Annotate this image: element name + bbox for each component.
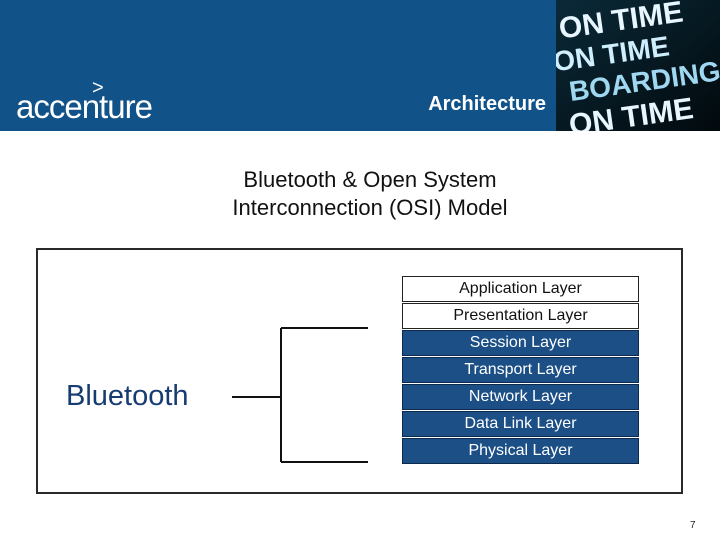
diagram-frame [36, 248, 683, 494]
slide-title: Bluetooth & Open System Interconnection … [160, 166, 580, 222]
osi-layer: Data Link Layer [402, 411, 639, 437]
title-line-2: Interconnection (OSI) Model [232, 195, 508, 220]
bluetooth-label: Bluetooth [66, 380, 189, 412]
logo-text: accenture [16, 88, 153, 125]
title-line-1: Bluetooth & Open System [243, 167, 497, 192]
osi-layer: Session Layer [402, 330, 639, 356]
header-band: > accenture Architecture ON TIME ON TIME… [0, 0, 720, 131]
page-number: 7 [690, 520, 696, 531]
osi-layer: Application Layer [402, 276, 639, 302]
logo-chevron-icon: > [92, 77, 104, 99]
osi-layer: Presentation Layer [402, 303, 639, 329]
osi-layer: Physical Layer [402, 438, 639, 464]
departure-board-photo: ON TIME ON TIME BOARDING ON TIME [556, 0, 720, 131]
osi-layer: Network Layer [402, 384, 639, 410]
osi-layer: Transport Layer [402, 357, 639, 383]
section-title: Architecture [428, 93, 546, 115]
accenture-logo: > accenture [16, 78, 166, 128]
